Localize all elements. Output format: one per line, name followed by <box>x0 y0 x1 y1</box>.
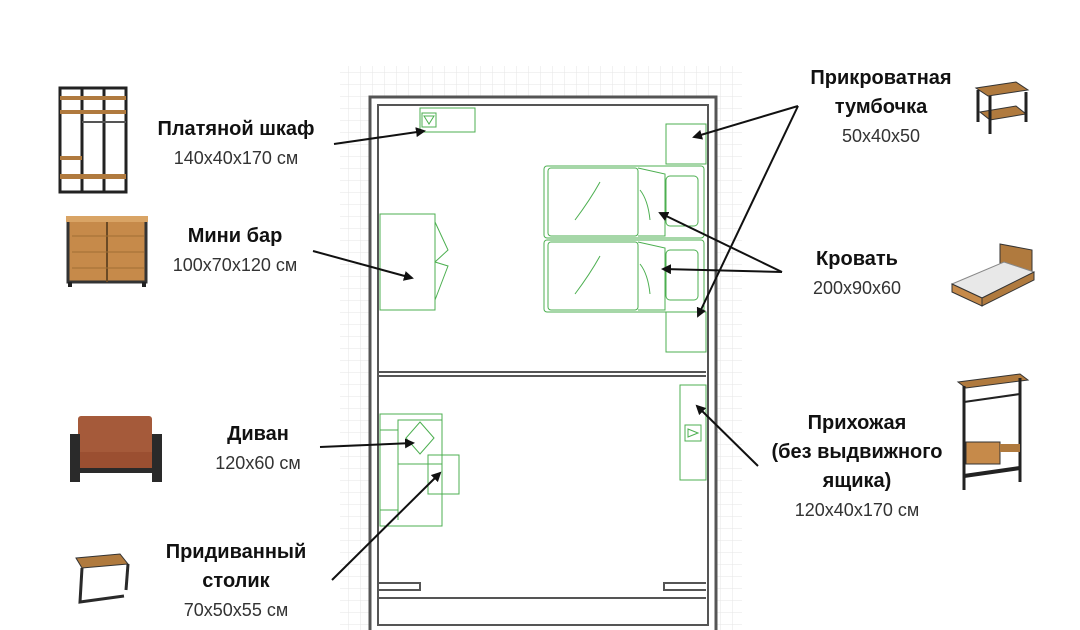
hallway-rack-icon <box>956 373 1030 490</box>
label-side-table-name-1: Придиванный <box>165 541 307 563</box>
callout-arrows <box>312 105 799 581</box>
label-side-table: Придиванный столик 70x50x55 см <box>146 538 326 625</box>
label-bed: Кровать 200x90x60 <box>790 245 924 303</box>
label-sofa-size: 120x60 см <box>215 453 301 473</box>
label-hallway-name-1: Прихожая <box>807 412 907 434</box>
minibar-icon <box>66 216 148 287</box>
arrow-minibar <box>312 250 414 281</box>
room-walls <box>368 95 718 630</box>
label-hallway-name-3: ящика) <box>822 470 892 492</box>
side-table-icon <box>75 553 130 604</box>
arrow-sofa <box>319 438 415 449</box>
label-hallway-size: 120x40x170 см <box>794 500 920 520</box>
plan-bed-2 <box>543 239 705 313</box>
plan-wardrobe <box>419 107 476 133</box>
label-minibar-name: Мини бар <box>187 225 283 247</box>
label-nightstand: Прикроватная тумбочка 50x40x50 <box>794 64 968 151</box>
plan-side-table <box>427 454 460 495</box>
label-sofa-name: Диван <box>227 423 289 445</box>
label-wardrobe-size: 140x40x170 см <box>173 148 299 168</box>
label-wardrobe-name: Платяной шкаф <box>157 118 315 140</box>
label-wardrobe: Платяной шкаф 140x40x170 см <box>132 115 340 173</box>
label-side-table-size: 70x50x55 см <box>183 600 289 620</box>
arrow-bed-2 <box>661 264 783 275</box>
label-bed-size: 200x90x60 <box>812 278 902 298</box>
label-nightstand-name-2: тумбочка <box>834 96 928 118</box>
bed-icon <box>950 243 1036 307</box>
label-hallway-name-2: (без выдвижного <box>771 441 943 463</box>
label-minibar-size: 100x70x120 см <box>172 255 298 275</box>
wardrobe-icon <box>58 86 128 194</box>
plan-bed-1 <box>543 165 705 239</box>
arrow-nightstand-bottom <box>696 105 799 318</box>
sofa-icon <box>70 416 162 482</box>
plan-sofa <box>379 413 443 527</box>
nightstand-icon <box>974 81 1030 134</box>
label-bed-name: Кровать <box>816 248 898 270</box>
arrow-hallway <box>695 404 759 467</box>
arrow-wardrobe <box>333 127 426 145</box>
label-minibar: Мини бар 100x70x120 см <box>140 222 330 280</box>
plan-hallway-rack <box>679 384 707 481</box>
label-side-table-name-2: столик <box>202 570 270 592</box>
plan-nightstand-top <box>665 123 707 165</box>
label-nightstand-name-1: Прикроватная <box>810 67 952 89</box>
label-nightstand-size: 50x40x50 <box>841 126 921 146</box>
arrow-side-table <box>331 471 442 581</box>
label-sofa: Диван 120x60 см <box>188 420 328 478</box>
label-hallway: Прихожая (без выдвижного ящика) 120x40x1… <box>756 409 958 525</box>
plan-minibar <box>379 213 449 311</box>
furniture-outlines <box>379 107 707 527</box>
arrow-nightstand-top <box>692 105 799 140</box>
arrow-bed-1 <box>658 211 783 273</box>
